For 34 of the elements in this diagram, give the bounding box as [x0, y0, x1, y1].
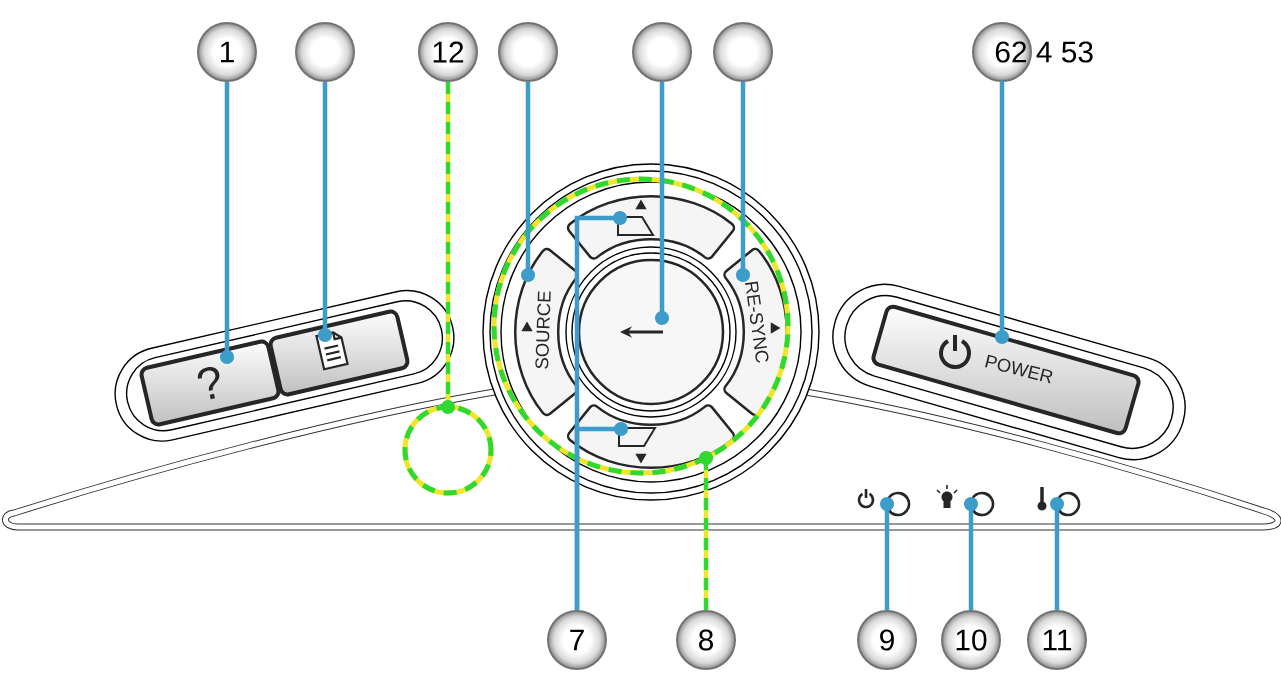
- led-indicator: [971, 491, 995, 517]
- callout-circle: [498, 22, 558, 82]
- callout-number: 1: [197, 22, 257, 82]
- led-indicator: [1057, 491, 1081, 517]
- enter-button: [577, 258, 725, 406]
- highlight-ring: [491, 176, 791, 476]
- leader-line: [736, 82, 750, 282]
- callout-number: 7: [547, 610, 607, 670]
- leader-line: [521, 82, 535, 282]
- source-button: SOURCE: [514, 247, 579, 417]
- leader-line: [964, 497, 978, 610]
- leader-line: [880, 497, 894, 610]
- resync-button: RE-SYNC: [723, 247, 788, 417]
- leader-line: [220, 82, 234, 364]
- callout-number: 8: [676, 610, 736, 670]
- callout-number: 11: [1027, 610, 1087, 670]
- leader-line: [995, 81, 1009, 344]
- callout-number: 62 4 53: [995, 41, 1093, 63]
- callout-number: 12: [418, 22, 478, 82]
- callout-circle: [713, 22, 773, 82]
- leader-line: [441, 82, 455, 414]
- leader-line: [318, 82, 332, 342]
- callout-circle: [632, 22, 692, 82]
- up-button: [566, 195, 736, 260]
- led-indicator: [887, 491, 911, 517]
- leader-line: [574, 422, 628, 610]
- leader-line: [1050, 497, 1064, 610]
- callout-number: 10: [941, 610, 1001, 670]
- leader-line: [699, 451, 713, 610]
- callout-circle: [295, 22, 355, 82]
- down-button: [566, 404, 736, 469]
- highlight-circle: [402, 404, 494, 496]
- callout-number: 9: [857, 610, 917, 670]
- leader-line: [655, 82, 669, 325]
